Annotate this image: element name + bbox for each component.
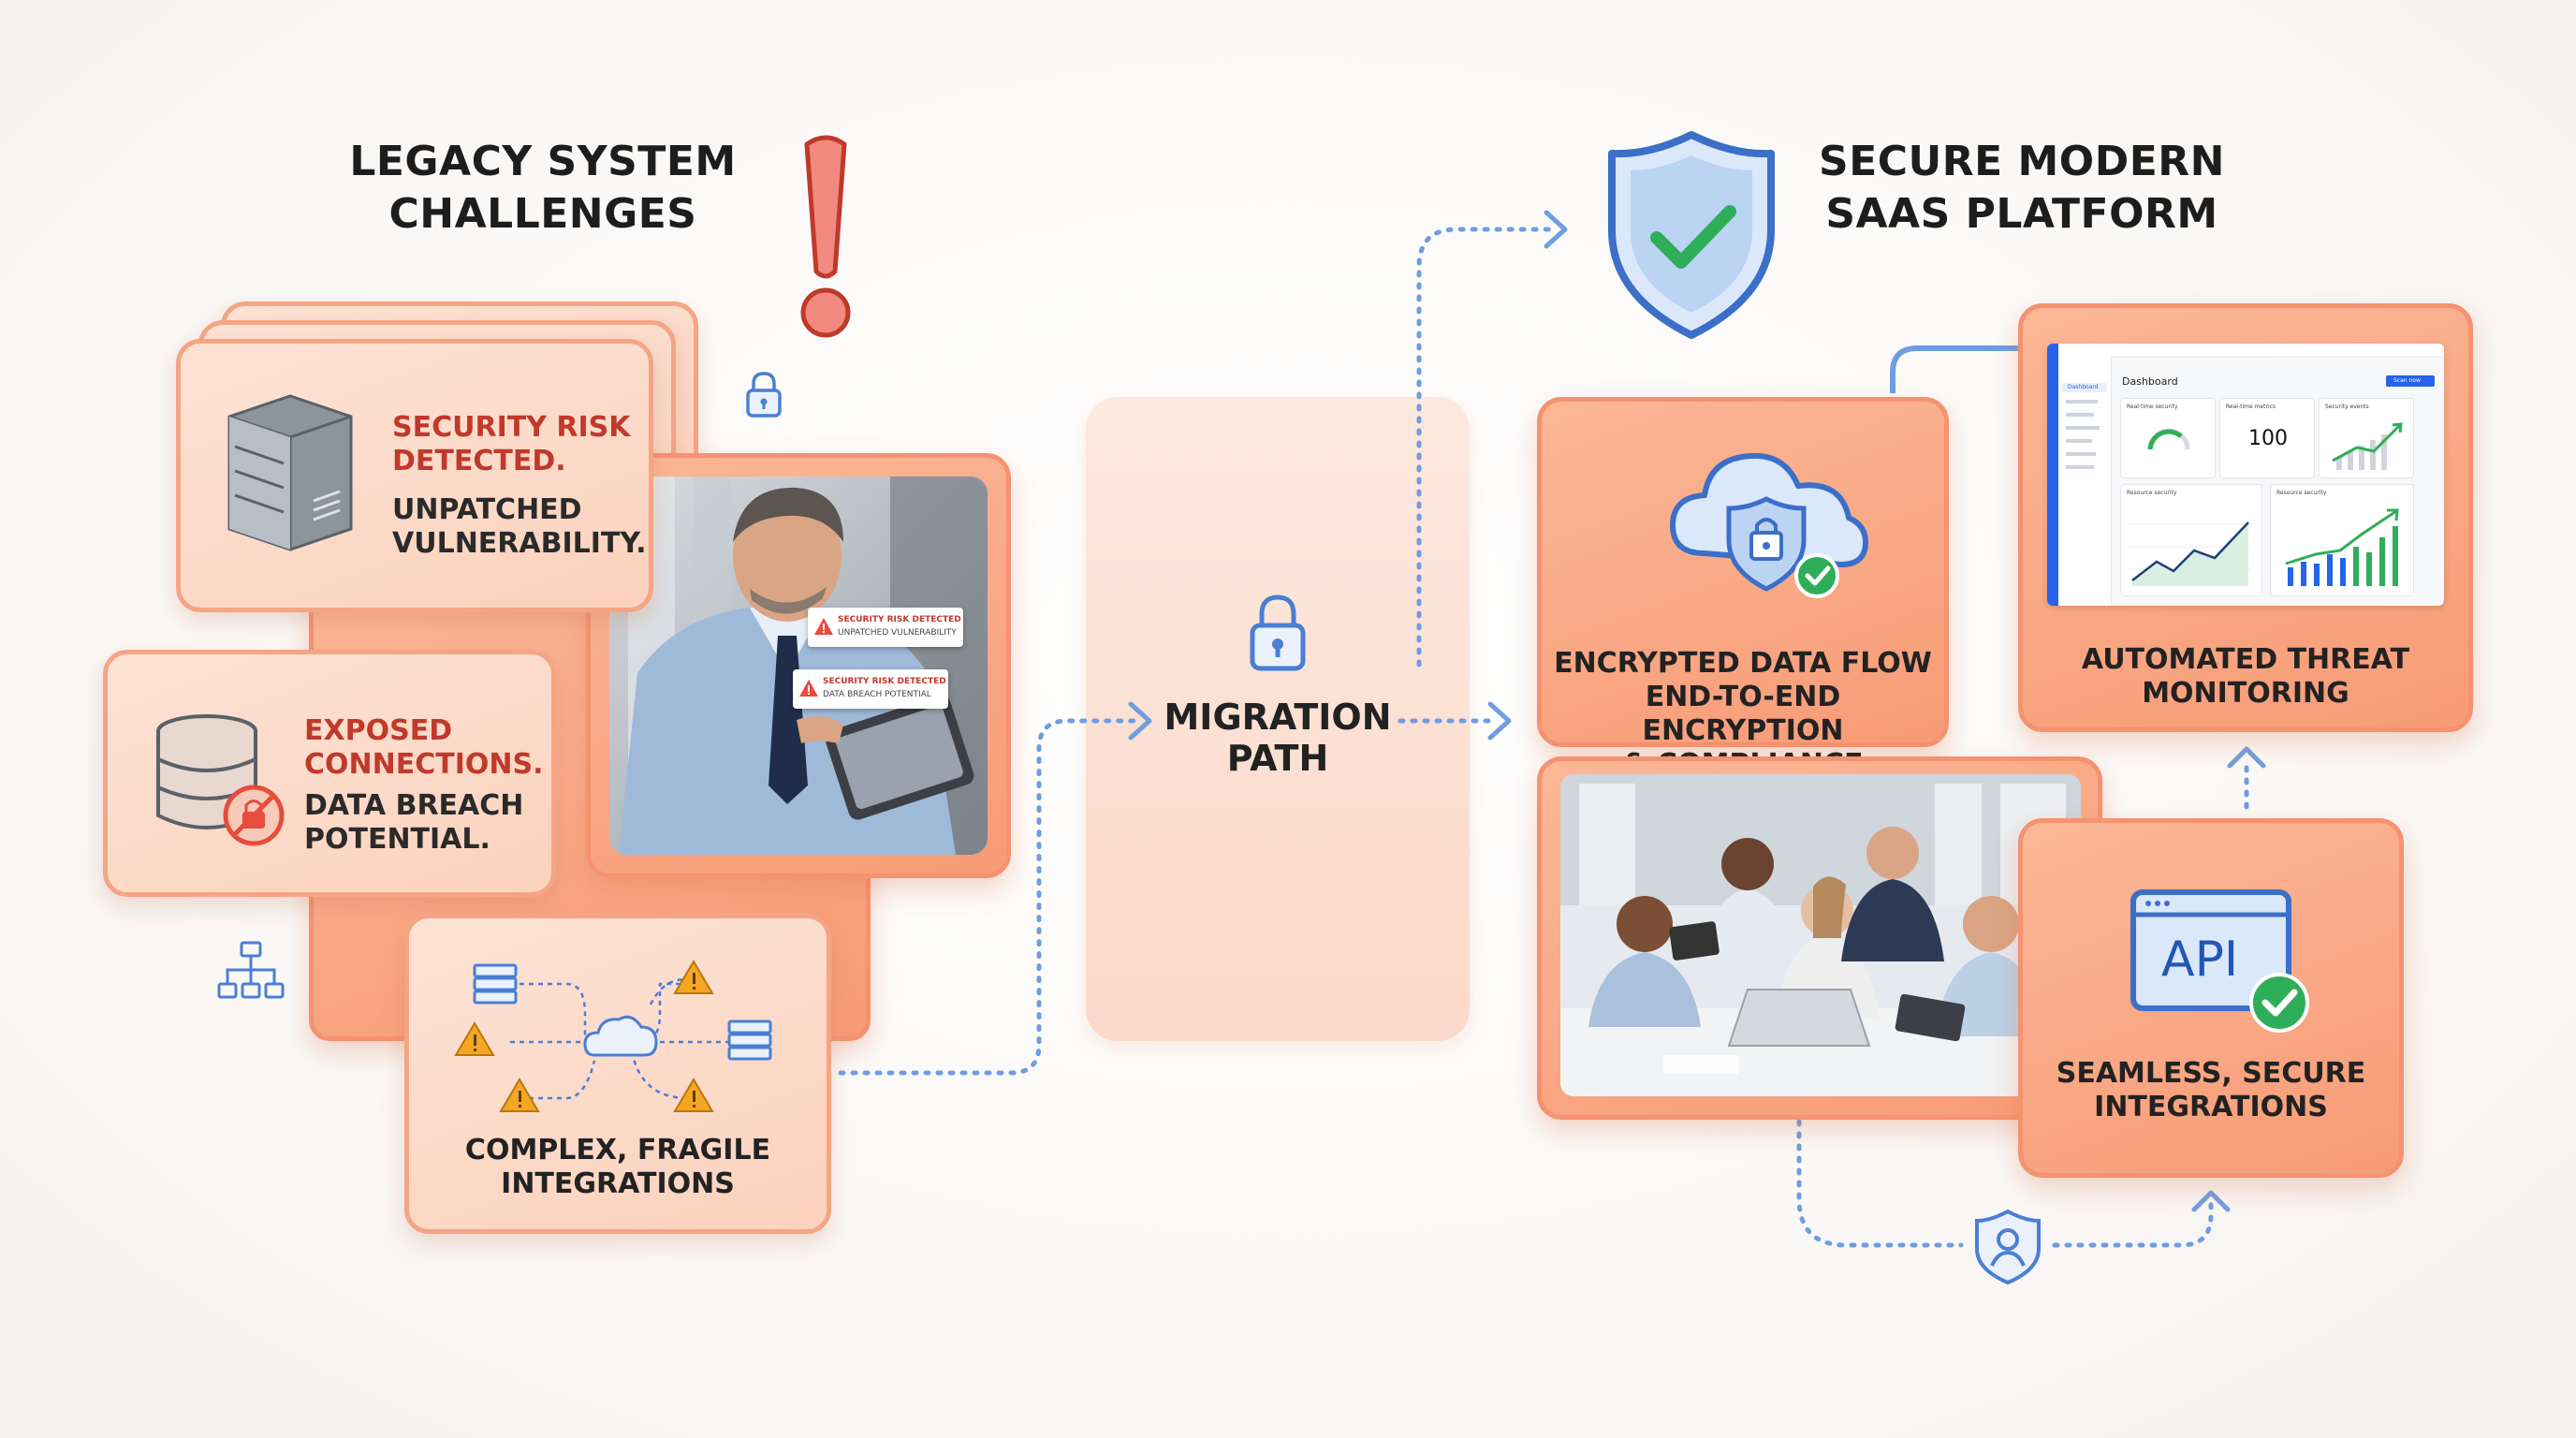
api-integrations-card: API SEAMLESS, SECURE INTEGRATIONS [2018, 818, 2404, 1178]
fragile-caption-line1: COMPLEX, FRAGILE [464, 1134, 771, 1167]
fragile-integrations-card: COMPLEX, FRAGILE INTEGRATIONS [404, 914, 831, 1234]
sidebar-item[interactable] [2066, 413, 2094, 417]
cloud-lock-icon [1670, 452, 1868, 598]
lock-icon [746, 372, 782, 418]
migration-lock-icon [1250, 594, 1306, 671]
alert2-line2: DATA BREACH POTENTIAL [823, 690, 931, 699]
photo-alert-1: SECURITY RISK DETECTED UNPATCHED VULNERA… [808, 608, 963, 647]
sidebar-item-dashboard[interactable] [2062, 383, 2107, 392]
modern-title: SECURE MODERN SAAS PLATFORM [1807, 136, 2237, 241]
line-chart [2129, 521, 2254, 586]
exposed-connections-text: EXPOSED CONNECTIONS. DATA BREACH POTENTI… [304, 714, 543, 857]
events-chart [2332, 422, 2403, 470]
scan-now-label: Scan now [2393, 377, 2421, 384]
sidebar-item[interactable] [2066, 439, 2092, 443]
api-line2: INTEGRATIONS [2094, 1091, 2328, 1123]
metric1-label: Real-time security [2127, 404, 2178, 410]
sidebar-item[interactable] [2066, 452, 2096, 456]
sidebar-item-dashboard-label: Dashboard [2068, 384, 2099, 390]
bar-chart [2285, 508, 2399, 586]
exposed-body-line1: DATA BREACH [304, 789, 524, 822]
scan-now-button[interactable]: Scan now [2386, 375, 2435, 387]
sidebar-item[interactable] [2066, 465, 2094, 469]
team-illustration [1560, 774, 2081, 1096]
api-label: API [2161, 932, 2239, 988]
monitoring-line1: AUTOMATED THREAT [2081, 643, 2410, 676]
photo-alert-2: SECURITY RISK DETECTED DATA BREACH POTEN… [793, 669, 948, 709]
sidebar-item[interactable] [2066, 400, 2098, 404]
migration-line1: MIGRATION [1164, 697, 1392, 738]
migration-line2: PATH [1226, 738, 1329, 779]
exposed-connections-card: EXPOSED CONNECTIONS. DATA BREACH POTENTI… [103, 650, 556, 897]
chart-card-2: Resource security [2270, 484, 2414, 596]
metric-card-events: Security events [2319, 398, 2414, 478]
exclamation-icon [800, 135, 851, 338]
legacy-title: LEGACY SYSTEM CHALLENGES [337, 136, 749, 241]
encrypted-data-card: ENCRYPTED DATA FLOW END-TO-END ENCRYPTIO… [1537, 397, 1949, 781]
security-risk-text: SECURITY RISK DETECTED. UNPATCHED VULNER… [392, 411, 647, 561]
migration-path-label: MIGRATION PATH [1151, 697, 1404, 779]
shield-check-icon [1608, 131, 1775, 339]
modern-title-line1: SECURE MODERN [1819, 138, 2225, 185]
security-risk-body-line1: UNPATCHED [392, 493, 582, 526]
team-photo-card [1537, 756, 2102, 1120]
exposed-title-line2: CONNECTIONS. [304, 748, 544, 781]
legacy-title-line1: LEGACY SYSTEM [349, 138, 737, 185]
warning-icon [814, 618, 833, 635]
metric2-label: Real-time metrics [2226, 404, 2276, 410]
metric2-value: 100 [2248, 427, 2288, 450]
security-risk-title-line2: DETECTED. [392, 445, 566, 477]
legacy-title-line2: CHALLENGES [388, 190, 697, 238]
threat-monitoring-card: Dashboard Dashboard Scan now Real-time s… [2018, 303, 2473, 732]
api-window-icon [2130, 889, 2309, 1033]
warning-icons [454, 960, 714, 1112]
metric3-label: Security events [2325, 404, 2369, 410]
chart2-label: Resource security [2276, 490, 2327, 496]
chart1-label: Resource security [2127, 490, 2177, 496]
api-caption: SEAMLESS, SECURE INTEGRATIONS [2023, 1057, 2399, 1124]
dashboard-screenshot: Dashboard Dashboard Scan now Real-time s… [2047, 344, 2444, 606]
exposed-body-line2: POTENTIAL. [304, 823, 490, 856]
warning-icon [799, 680, 818, 697]
chart-card-1: Resource security [2120, 484, 2262, 596]
monitoring-caption: AUTOMATED THREAT MONITORING [2023, 643, 2468, 711]
database-breach-icon [156, 714, 285, 846]
gauge-icon [2147, 428, 2190, 450]
security-risk-card: SECURITY RISK DETECTED. UNPATCHED VULNER… [176, 339, 653, 612]
security-risk-title-line1: SECURITY RISK [392, 411, 631, 444]
alert2-line1: SECURITY RISK DETECTED [823, 677, 946, 686]
user-shield-icon [1975, 1209, 2041, 1285]
encrypted-line2: END-TO-END ENCRYPTION [1642, 681, 1844, 747]
fragile-integrations-caption: COMPLEX, FRAGILE INTEGRATIONS [409, 1134, 827, 1201]
dashboard-sidebar: Dashboard [2058, 357, 2112, 606]
metric-card-metrics: Real-time metrics 100 [2219, 398, 2315, 478]
encrypted-line1: ENCRYPTED DATA FLOW [1554, 647, 1932, 680]
team-photo [1560, 774, 2081, 1096]
metric-card-security: Real-time security [2120, 398, 2216, 478]
dashboard-title: Dashboard [2122, 375, 2178, 388]
dashboard-topbar [2047, 344, 2444, 358]
fragile-caption-line2: INTEGRATIONS [501, 1167, 735, 1200]
integration-network-icon [454, 960, 772, 1112]
modern-title-line2: SAAS PLATFORM [1825, 190, 2218, 238]
network-hierarchy-icon [217, 941, 285, 999]
dashboard-sidebar-strip [2047, 344, 2058, 606]
security-risk-body-line2: VULNERABILITY. [392, 527, 647, 560]
monitoring-line2: MONITORING [2142, 677, 2349, 710]
alert1-line1: SECURITY RISK DETECTED [838, 615, 961, 624]
sidebar-item[interactable] [2066, 426, 2100, 430]
exposed-title-line1: EXPOSED [304, 714, 453, 747]
server-icon [227, 394, 353, 551]
api-line1: SEAMLESS, SECURE [2056, 1057, 2366, 1090]
alert1-line2: UNPATCHED VULNERABILITY [838, 628, 957, 638]
